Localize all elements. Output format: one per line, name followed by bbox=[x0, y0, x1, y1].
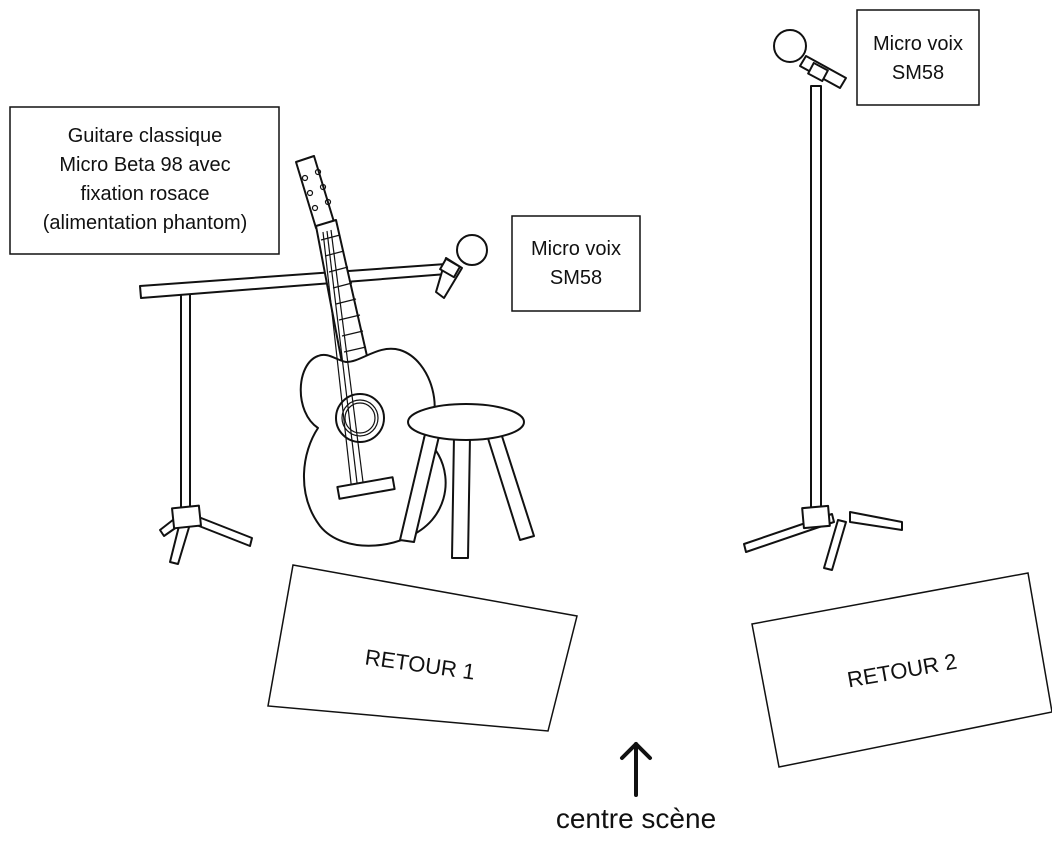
retour-2-monitor: RETOUR 2 bbox=[751, 572, 1052, 768]
retour-1-monitor: RETOUR 1 bbox=[267, 564, 578, 732]
mic-right-label-line1: Micro voix bbox=[873, 33, 963, 55]
guitar-label-line1: Guitare classique bbox=[68, 125, 223, 147]
mic-left-label-line2: SM58 bbox=[550, 267, 602, 289]
mic-left-label-box: Micro voix SM58 bbox=[511, 215, 641, 312]
boom-mic-stand-icon bbox=[139, 234, 488, 565]
guitar-label-line4: (alimentation phantom) bbox=[43, 212, 248, 234]
mic-right-label-box: Micro voix SM58 bbox=[856, 9, 980, 106]
guitar-label-box: Guitare classique Micro Beta 98 avec fix… bbox=[9, 106, 280, 255]
mic-left-label-line1: Micro voix bbox=[531, 238, 621, 260]
straight-mic-stand-icon bbox=[743, 29, 903, 571]
guitar-label-line2: Micro Beta 98 avec bbox=[59, 154, 230, 176]
stool-icon bbox=[399, 403, 535, 559]
centre-scene-label: centre scène bbox=[556, 803, 716, 834]
mic-right-label-line2: SM58 bbox=[892, 62, 944, 84]
arrow-up-icon bbox=[620, 742, 652, 797]
guitar-label-line3: fixation rosace bbox=[81, 183, 210, 205]
